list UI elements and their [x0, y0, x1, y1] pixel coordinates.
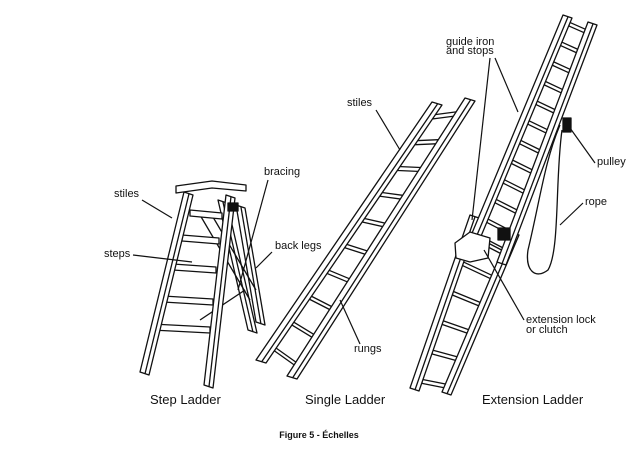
step	[189, 209, 223, 220]
rope	[526, 124, 563, 275]
base-rung	[441, 319, 470, 335]
single-rung	[326, 269, 350, 284]
step-right-stile-edge	[208, 196, 232, 388]
label-back-legs: back legs	[275, 240, 322, 252]
fly-rung	[511, 158, 533, 175]
fly-rung	[494, 198, 518, 215]
extension-lock	[454, 231, 491, 263]
label-extension-lock-1: extension lock	[526, 314, 596, 326]
step	[162, 295, 214, 306]
base-rung	[451, 290, 481, 308]
single-left-stile	[255, 101, 443, 364]
single-rung	[397, 165, 422, 173]
fly-right-stile-edge	[501, 23, 594, 265]
hinge	[227, 202, 239, 212]
single-right-stile	[286, 97, 476, 380]
label-guide-iron-2: and stops	[446, 45, 494, 57]
base-rung	[431, 349, 458, 362]
label-pulley: pulley	[597, 156, 626, 168]
fly-rung	[560, 41, 579, 54]
bracing	[209, 211, 257, 291]
leader-extension-lock	[483, 249, 525, 321]
fly-rung	[519, 139, 541, 155]
extension-ladder	[409, 14, 598, 396]
fly-left-stile-edge	[469, 16, 569, 253]
leader-guide-iron-b	[494, 57, 519, 113]
guide-iron	[497, 227, 511, 241]
label-single-stiles: stiles	[347, 97, 373, 109]
single-rung	[291, 320, 315, 339]
caption-single-ladder: Single Ladder	[305, 392, 386, 407]
single-ladder	[255, 97, 476, 380]
leader-rope	[559, 202, 584, 226]
single-rung	[344, 243, 368, 256]
label-rungs: rungs	[354, 343, 382, 355]
leader-back-legs	[255, 251, 273, 269]
single-rung	[274, 346, 297, 367]
fly-rung	[543, 80, 564, 95]
single-right-stile-edge	[291, 99, 472, 379]
caption-step-ladder: Step Ladder	[150, 392, 221, 407]
single-rung	[309, 294, 333, 312]
caption-extension-ladder: Extension Ladder	[482, 392, 584, 407]
step	[181, 234, 220, 245]
fly-rung	[502, 178, 526, 195]
leader-step-stiles	[141, 199, 173, 219]
top-platform	[175, 180, 247, 194]
leader-pulley	[569, 127, 596, 164]
fly-rung	[552, 60, 571, 74]
label-rope: rope	[585, 196, 608, 208]
step-back-leg-edge	[240, 206, 262, 325]
single-rung	[362, 217, 386, 228]
fly-rung	[535, 100, 556, 115]
step-left-stile-edge	[144, 193, 190, 375]
step-ladder	[139, 180, 266, 389]
single-left-stile-edge	[260, 103, 439, 363]
fly-rung	[568, 21, 586, 34]
label-bracing: bracing	[264, 166, 301, 178]
leader-guide-iron-a	[471, 57, 491, 221]
base-rung	[462, 261, 493, 280]
leader-bracing	[237, 179, 269, 291]
leader-rungs	[339, 299, 361, 345]
figure-caption: Figure 5 - Échelles	[279, 430, 359, 440]
label-steps: steps	[104, 248, 131, 260]
leader-lines	[132, 57, 596, 345]
label-extension-lock-2: or clutch	[526, 324, 568, 336]
fly-rung	[527, 119, 548, 135]
label-guide-iron-1: guide iron	[446, 36, 495, 48]
single-rung	[379, 191, 404, 200]
label-step-stiles: stiles	[114, 188, 140, 200]
step	[172, 263, 217, 274]
pulley	[562, 117, 572, 133]
base-rung	[421, 378, 447, 389]
leader-steps	[132, 254, 193, 263]
leader-single-stiles	[375, 109, 401, 151]
